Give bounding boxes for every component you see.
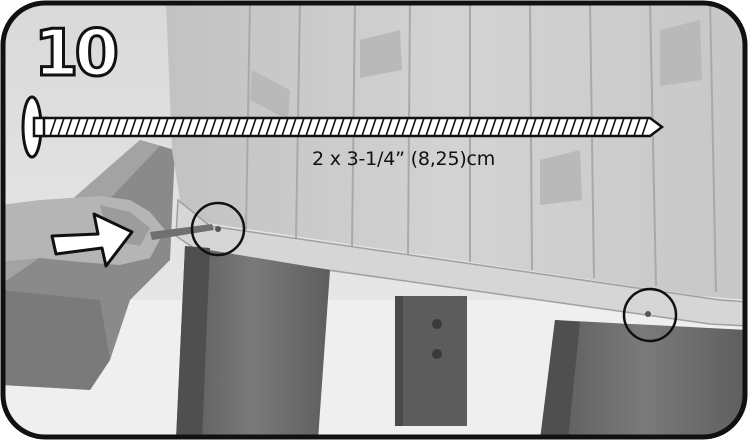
screw-hole-right-circle (622, 287, 678, 343)
planter-rim (175, 198, 745, 327)
step-number: 10 (32, 17, 120, 91)
screwdriver (150, 224, 214, 240)
front-right-leg (540, 320, 745, 437)
planter-body (166, 3, 745, 300)
front-left-leg (176, 246, 330, 437)
screw-caption: 2 x 3-1/4” (8,25)cm (312, 148, 496, 170)
screw-icon (21, 95, 665, 159)
back-leg (395, 296, 467, 426)
arrow-icon (50, 212, 134, 268)
screw-hole-left-circle (190, 201, 246, 257)
